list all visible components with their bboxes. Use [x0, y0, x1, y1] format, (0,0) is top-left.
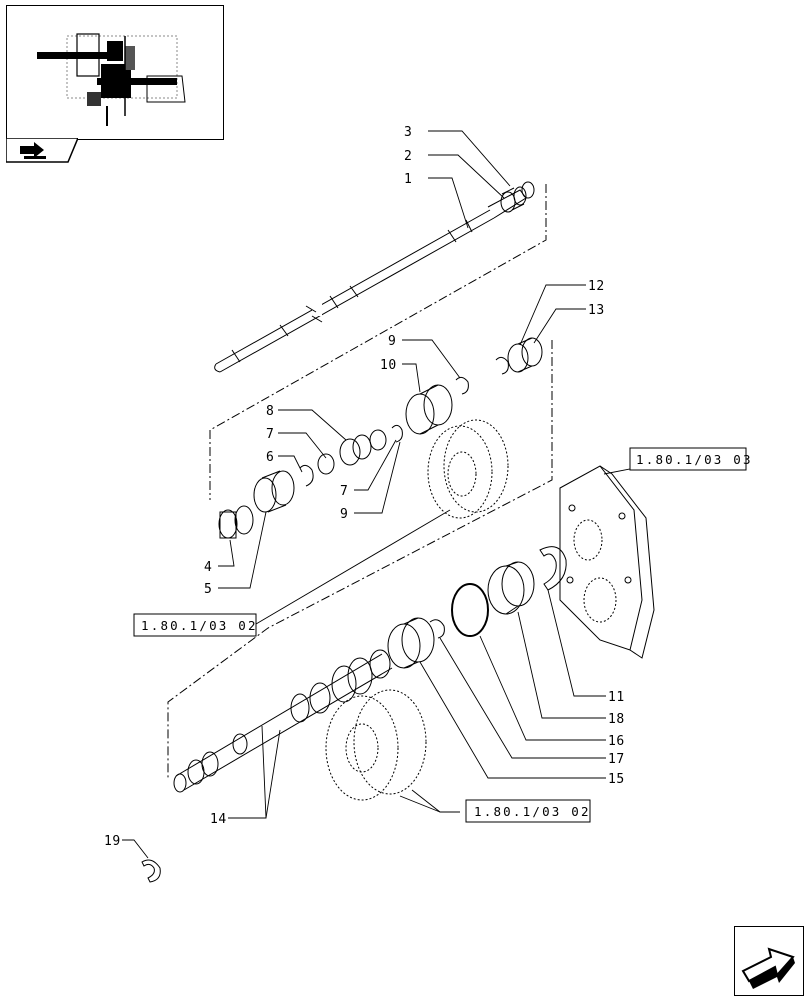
callout-17[interactable]: 17: [608, 752, 625, 767]
assembly-centerlines: [167, 184, 553, 780]
next-page-button[interactable]: [734, 926, 804, 996]
reference-label-bottom: 1.80.1/03 02: [474, 804, 591, 819]
callout-9[interactable]: 9: [388, 334, 396, 349]
callout-19[interactable]: 19: [104, 834, 121, 849]
needle-bearing-top: [500, 181, 535, 213]
gear-cluster-lower: [325, 689, 427, 801]
next-page-arrow-icon: [741, 947, 795, 989]
callout-10[interactable]: 10: [380, 358, 397, 373]
callout-6[interactable]: 6: [266, 450, 274, 465]
reference-box-top[interactable]: 1.80.1/03 03: [629, 447, 753, 471]
callout-4[interactable]: 4: [204, 560, 212, 575]
callout-1[interactable]: 1: [404, 172, 412, 187]
callout-9-lower[interactable]: 9: [340, 507, 348, 522]
locator-thumbnail: [6, 5, 224, 140]
reference-box-middle[interactable]: 1.80.1/03 02: [133, 613, 258, 637]
thumbnail-tab[interactable]: [5, 137, 80, 164]
lower-shaft: [173, 649, 393, 793]
callout-7-lower[interactable]: 7: [340, 484, 348, 499]
callout-15[interactable]: 15: [608, 772, 625, 787]
callout-2[interactable]: 2: [404, 149, 412, 164]
reference-label-middle: 1.80.1/03 02: [141, 618, 258, 633]
callout-8[interactable]: 8: [266, 404, 274, 419]
callout-13[interactable]: 13: [588, 303, 605, 318]
callout-12[interactable]: 12: [588, 279, 605, 294]
lower-group: [387, 546, 567, 669]
callout-18[interactable]: 18: [608, 712, 625, 727]
upper-shaft: [214, 189, 527, 373]
callout-3[interactable]: 3: [404, 125, 412, 140]
callout-11[interactable]: 11: [608, 690, 625, 705]
circlip-19: [141, 859, 161, 883]
housing-plate: [559, 465, 655, 659]
book-arrow-icon: [5, 137, 80, 163]
gear-cluster-middle: [427, 419, 509, 519]
assembly-locator-icon: [37, 33, 186, 126]
middle-group: [218, 337, 543, 539]
callout-5[interactable]: 5: [204, 582, 212, 597]
callout-16[interactable]: 16: [608, 734, 625, 749]
reference-box-bottom[interactable]: 1.80.1/03 02: [465, 799, 591, 823]
reference-label-top: 1.80.1/03 03: [636, 452, 753, 467]
leader-lines: [122, 130, 657, 859]
callout-7[interactable]: 7: [266, 427, 274, 442]
callout-14[interactable]: 14: [210, 812, 227, 827]
